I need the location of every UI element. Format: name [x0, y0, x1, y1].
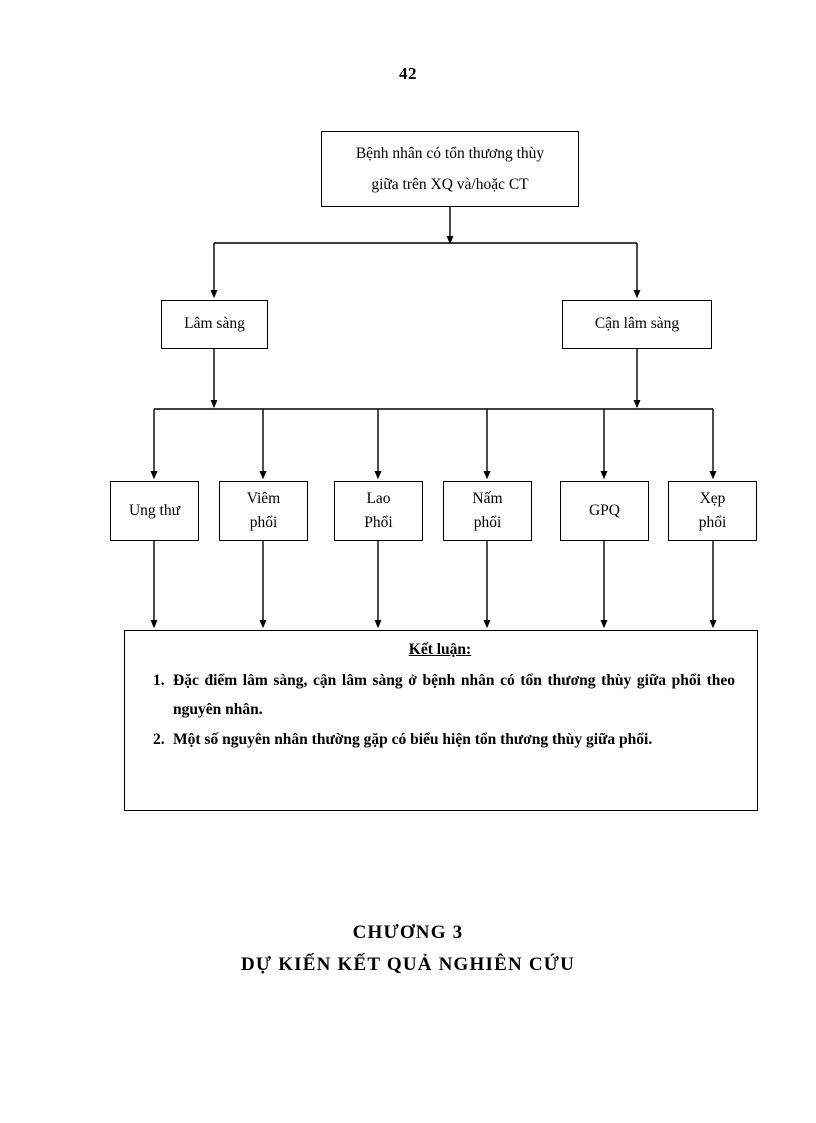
chapter-heading-block: CHƯƠNG 3 DỰ KIẾN KẾT QUẢ NGHIÊN CỨU [0, 922, 816, 976]
node-clinical: Lâm sàng [161, 300, 268, 349]
node-cause-fungal: Nấm phổi [443, 481, 532, 541]
node-cause-gpq: GPQ [560, 481, 649, 541]
conclusion-item-text: Một số nguyên nhân thường gặp có biểu hi… [173, 731, 653, 749]
flowchart-diagram: Bệnh nhân có tổn thương thùy giữa trên X… [110, 131, 758, 811]
node-paraclinical-label: Cận lâm sàng [594, 315, 680, 333]
conclusion-list-item: 1. Đặc điểm lâm sàng, cận lâm sàng ở bện… [145, 667, 735, 724]
node-cause-cancer-label: Ung thư [128, 501, 181, 519]
node-clinical-label: Lâm sàng [184, 315, 245, 333]
flowchart-connectors [150, 207, 717, 629]
node-cause-tuberculosis: Lao Phổi [334, 481, 423, 541]
conclusion-list: 1. Đặc điểm lâm sàng, cận lâm sàng ở bện… [145, 667, 735, 755]
conclusion-item-text: Đặc điểm lâm sàng, cận lâm sàng ở bệnh n… [173, 672, 735, 718]
chapter-number: CHƯƠNG 3 [352, 922, 464, 943]
conclusion-item-marker: 1. [153, 672, 165, 689]
page-number: 42 [399, 64, 417, 83]
node-cause-pneumonia-label: Viêm phổi [246, 489, 281, 531]
chapter-title: DỰ KIẾN KẾT QUẢ NGHIÊN CỨU [241, 954, 575, 975]
conclusion-item-marker: 2. [153, 731, 165, 749]
node-cause-pneumonia: Viêm phổi [219, 481, 308, 541]
node-cause-atelectasis-label: Xẹp phổi [698, 489, 727, 531]
node-cause-gpq-label: GPQ [588, 501, 620, 519]
node-conclusion: Kết luận: 1. Đặc điểm lâm sàng, cận lâm … [124, 630, 758, 811]
node-root-patient: Bệnh nhân có tổn thương thùy giữa trên X… [321, 131, 579, 207]
conclusion-title: Kết luận: [408, 641, 472, 658]
node-paraclinical: Cận lâm sàng [562, 300, 712, 349]
node-root-label: Bệnh nhân có tổn thương thùy giữa trên X… [355, 145, 545, 193]
node-cause-cancer: Ung thư [110, 481, 199, 541]
node-cause-tuberculosis-label: Lao Phổi [364, 489, 393, 531]
node-cause-atelectasis: Xẹp phổi [668, 481, 757, 541]
conclusion-list-item: 2. Một số nguyên nhân thường gặp có biểu… [145, 726, 735, 755]
node-cause-fungal-label: Nấm phổi [472, 489, 503, 531]
